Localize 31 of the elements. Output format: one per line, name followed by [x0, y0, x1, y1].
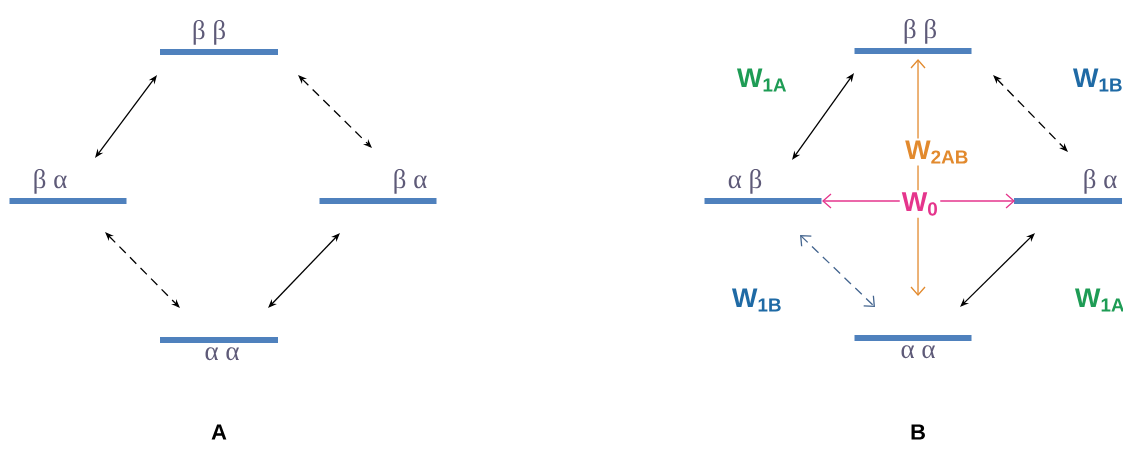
- node-label: α α: [205, 347, 239, 361]
- energy-level: β α: [1014, 169, 1122, 204]
- edge-label: W$_{1B}$: [1070, 66, 1123, 94]
- node-label: β β: [904, 19, 936, 44]
- node-label: α β: [728, 169, 762, 194]
- energy-level: α β: [704, 169, 822, 204]
- energy-level: β α: [9, 169, 127, 204]
- edge-label: W$_{1B}$: [729, 286, 785, 314]
- arrow: [268, 233, 340, 308]
- arrow: [800, 235, 875, 307]
- node-label: β α: [1084, 169, 1117, 194]
- energy-level: β β: [854, 19, 972, 54]
- panel-letter: B: [911, 424, 925, 440]
- node-label: β α: [394, 169, 427, 194]
- panel-letter: A: [211, 424, 227, 440]
- arrow: [993, 75, 1068, 152]
- edge-label: W$_{0}$: [899, 190, 941, 218]
- node-label: β α: [34, 169, 67, 194]
- energy-level: β α: [319, 169, 437, 204]
- arrow: [792, 73, 854, 160]
- arrow: [960, 233, 1035, 307]
- edge-label: W$_{2AB}$: [903, 138, 971, 166]
- node-label: α α: [901, 345, 935, 359]
- arrow: [95, 75, 157, 158]
- node-label: β β: [193, 20, 225, 45]
- energy-level: β β: [160, 20, 278, 55]
- arrow: [298, 75, 372, 148]
- arrow: [105, 232, 180, 308]
- energy-level: α α: [160, 337, 278, 361]
- edge-label: W$_{1A}$: [734, 66, 790, 94]
- energy-level: α α: [854, 335, 972, 359]
